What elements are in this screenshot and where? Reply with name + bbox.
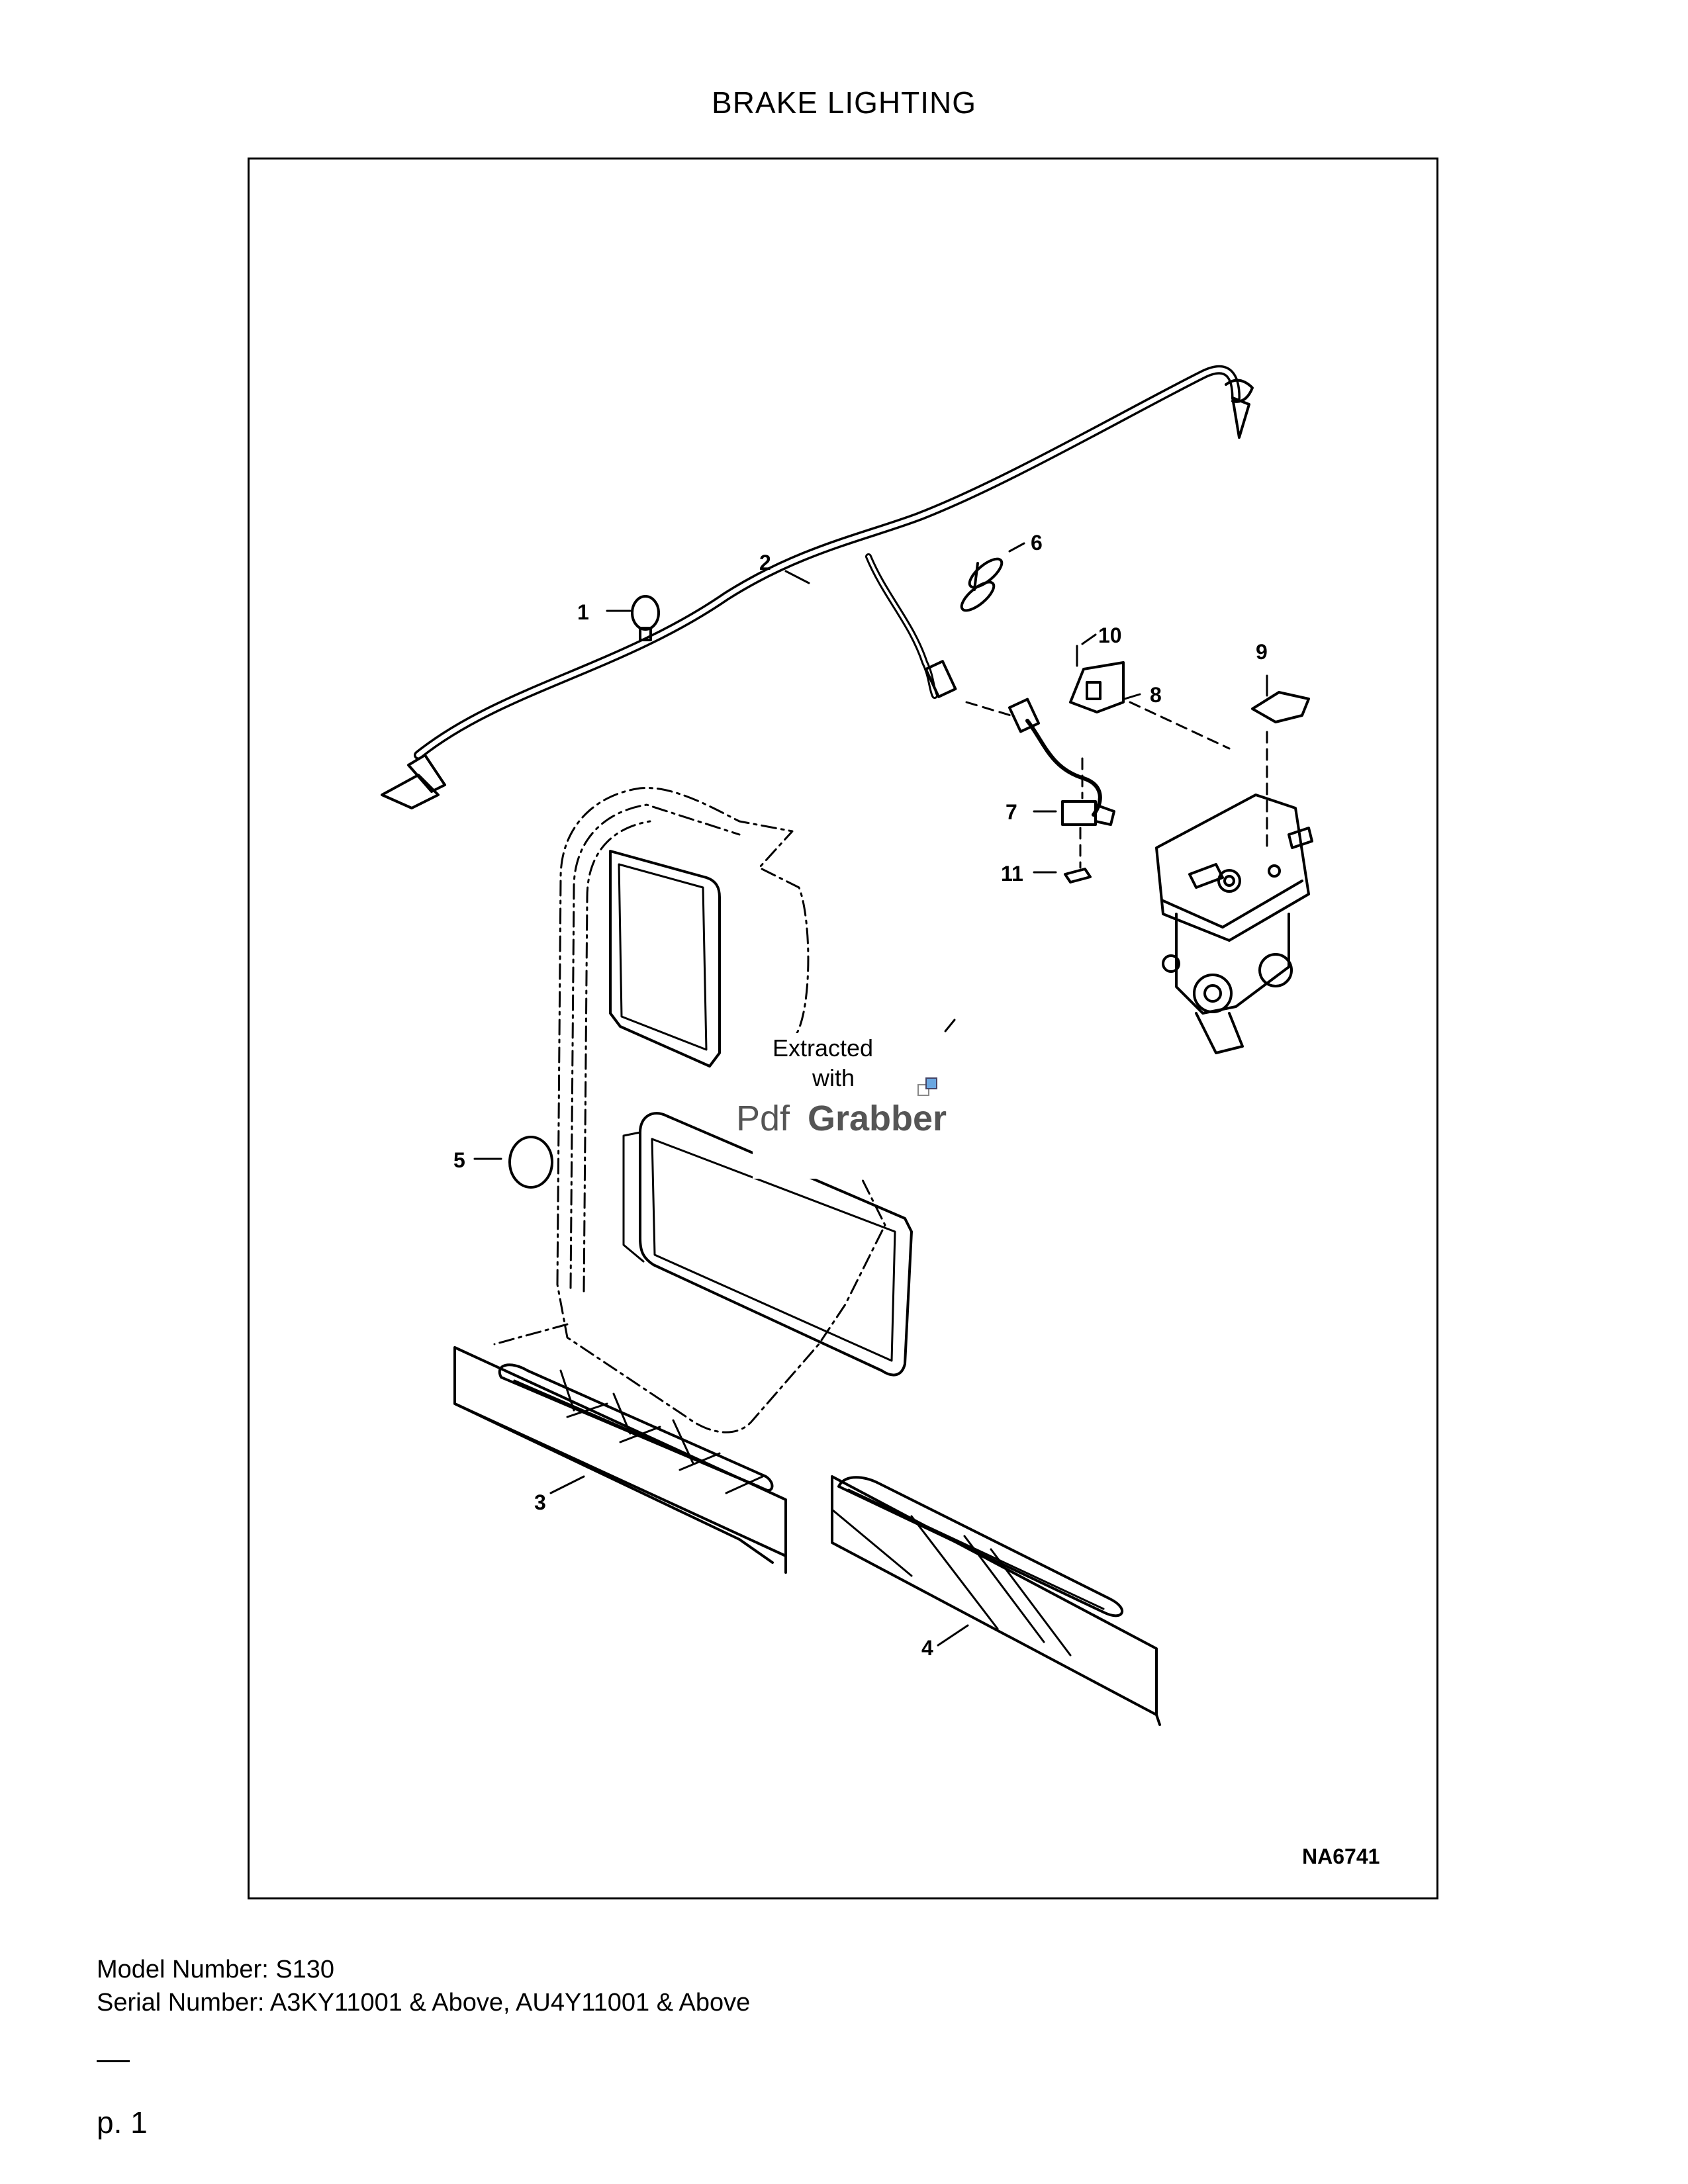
lower-panel-left — [453, 1346, 787, 1574]
figure-code: NA6741 — [1302, 1844, 1380, 1868]
watermark: Extracted with Pdf Grabber — [736, 1033, 964, 1179]
page-title: BRAKE LIGHTING — [712, 85, 976, 120]
watermark-brand-b: Grabber — [808, 1099, 947, 1138]
serial-number: Serial Number: A3KY11001 & Above, AU4Y11… — [97, 1989, 751, 2017]
page-divider — [97, 2060, 130, 2062]
watermark-brand-a: Pdf — [736, 1099, 790, 1138]
callout-5: 5 — [453, 1148, 465, 1172]
watermark-line-2: with — [812, 1064, 855, 1091]
valve-assembly — [1155, 794, 1313, 1054]
callout-3: 3 — [534, 1490, 546, 1514]
callout-11: 11 — [1001, 862, 1023, 886]
callout-7: 7 — [1006, 800, 1017, 824]
watermark-logo-icon — [917, 1077, 937, 1096]
callout-10: 10 — [1098, 623, 1122, 647]
callout-labels: 1 2 3 4 5 6 7 8 9 10 11 NA6741 — [453, 531, 1380, 1868]
watermark-line-1: Extracted — [773, 1034, 873, 1062]
callout-9: 9 — [1256, 640, 1268, 664]
page-number: p. 1 — [97, 2105, 148, 2140]
parts-diagram: 1 2 3 4 5 6 7 8 9 10 11 NA6741 Extracted… — [381, 365, 1380, 1868]
callout-8: 8 — [1150, 683, 1162, 707]
plug — [508, 1136, 553, 1189]
callout-2: 2 — [759, 551, 771, 574]
wire-clip — [960, 557, 1004, 612]
callout-6: 6 — [1031, 531, 1043, 555]
lower-panel-right — [831, 1475, 1161, 1726]
wire-harness — [381, 365, 1254, 817]
model-number: Model Number: S130 — [97, 1956, 335, 1983]
callout-1: 1 — [577, 600, 589, 624]
diagram-frame: 1 2 3 4 5 6 7 8 9 10 11 NA6741 Extracted… — [248, 158, 1438, 1899]
clamp — [631, 595, 660, 641]
callout-4: 4 — [921, 1636, 933, 1660]
